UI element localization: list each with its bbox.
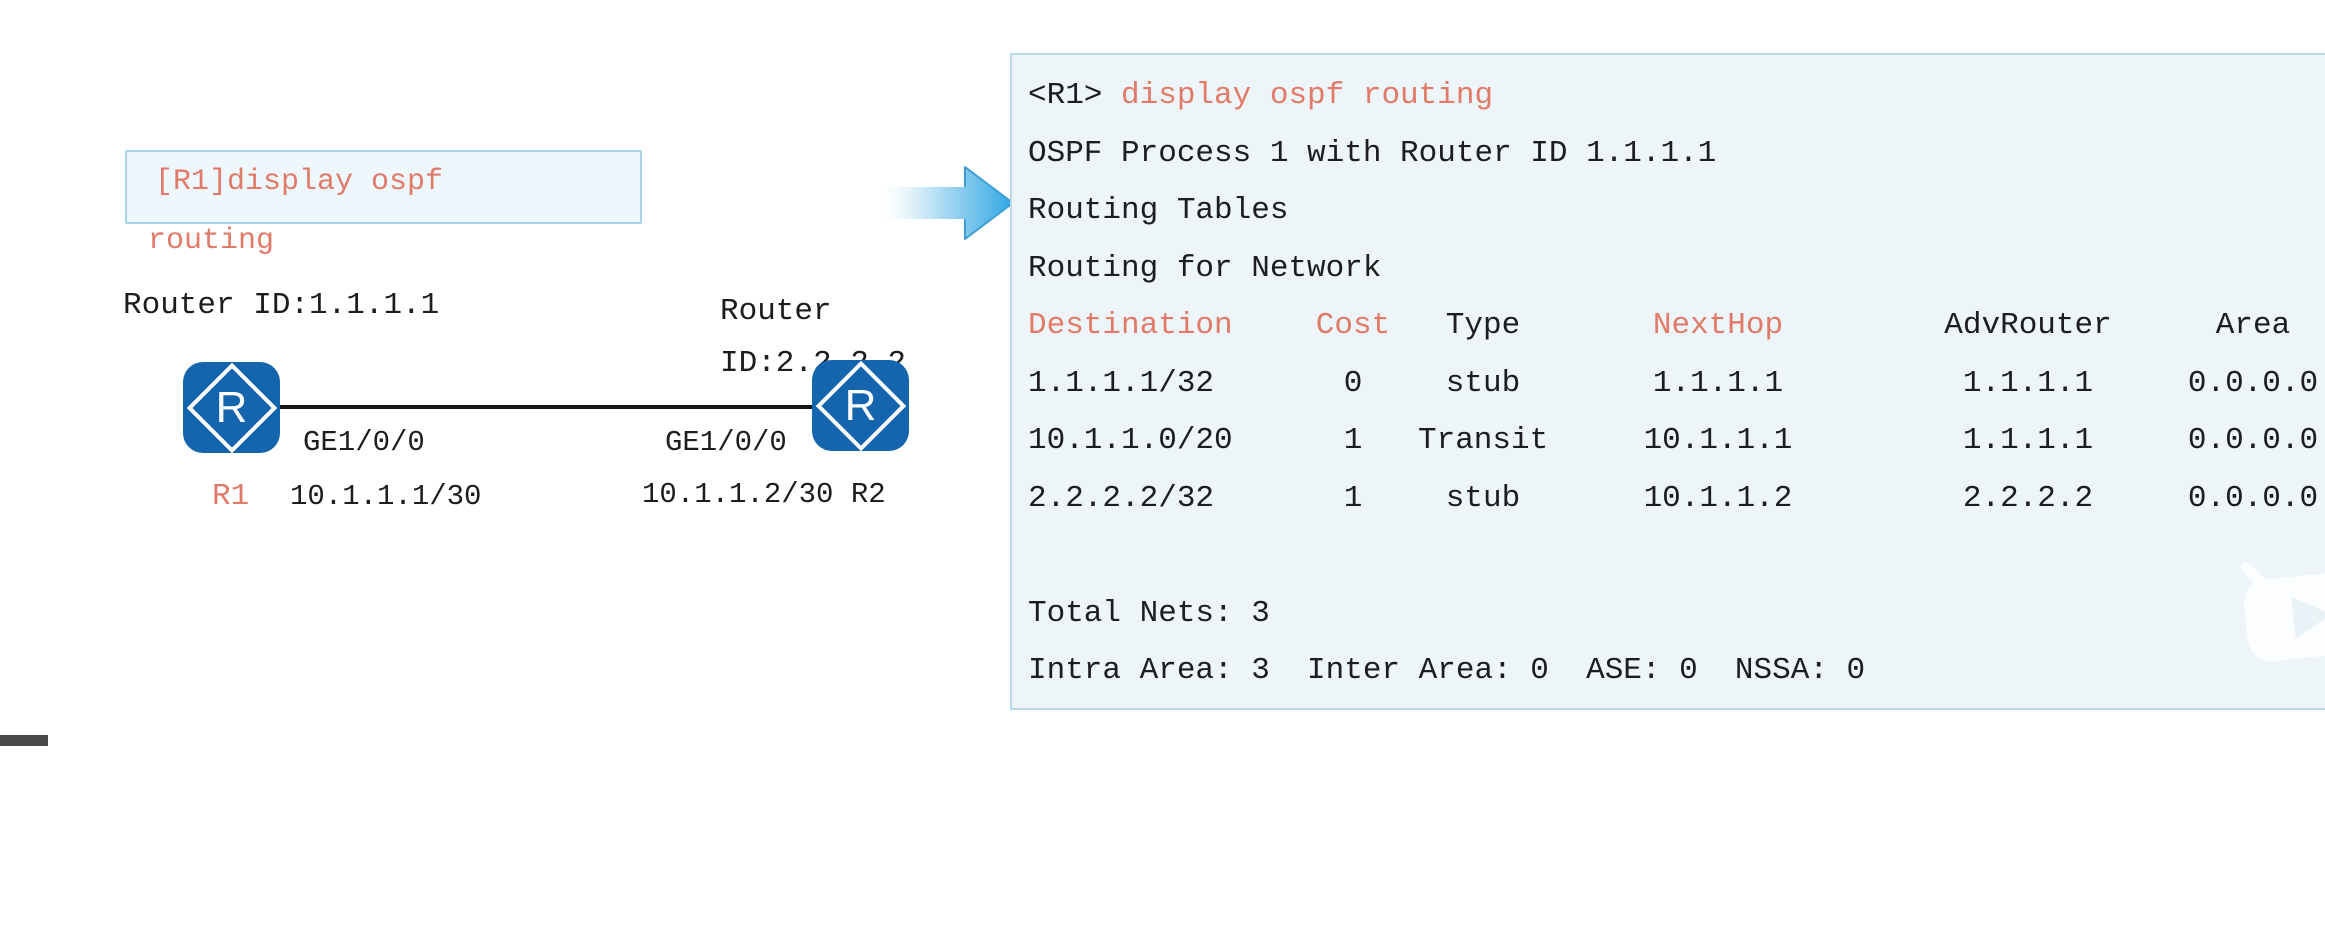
cell-type: stub — [1445, 365, 1521, 401]
router2-ip-space — [833, 478, 850, 511]
terminal-command: display ospf routing — [1121, 78, 1494, 113]
cell-advrouter: 1.1.1.1 — [1962, 423, 2094, 458]
router1-icon: R — [183, 362, 280, 453]
cell-advrouter: 1.1.1.1 — [1962, 365, 2094, 401]
screen-corner-artifact — [0, 735, 48, 746]
cell-area: 0.0.0.0 — [2187, 365, 2319, 401]
router1-ip-label: 10.1.1.1/30 — [290, 480, 482, 513]
cell-destination: 1.1.1.1/32 — [1028, 365, 1215, 401]
table-row: 1.1.1.1/32 0 stub 1.1.1.1 1.1.1.1 0.0.0.… — [1028, 355, 2325, 413]
router2-ip-name-label: 10.1.1.2/30 R2 — [642, 478, 886, 511]
terminal-prompt: <R1> — [1028, 78, 1122, 113]
cell-area: 0.0.0.0 — [2187, 480, 2319, 516]
header-advrouter: AdvRouter — [1944, 308, 2112, 343]
header-type: Type — [1445, 308, 1521, 343]
router1-name-label: R1 — [212, 479, 250, 514]
router2-interface-label: GE1/0/0 — [665, 426, 787, 459]
cell-nexthop: 1.1.1.1 — [1652, 365, 1784, 401]
cell-nexthop: 10.1.1.2 — [1643, 480, 1793, 516]
terminal-summary-line: Intra Area: 3 Inter Area: 0 ASE: 0 NSSA:… — [1028, 653, 1866, 688]
cell-destination: 10.1.1.0/20 — [1028, 423, 1233, 458]
video-play-logo-icon[interactable] — [2237, 552, 2325, 667]
cell-cost: 0 — [1343, 365, 1363, 401]
cell-advrouter: 2.2.2.2 — [1962, 480, 2094, 516]
header-cost: Cost — [1315, 308, 1391, 343]
cell-nexthop: 10.1.1.1 — [1643, 423, 1793, 458]
router2-icon: R — [812, 360, 909, 451]
cell-type: Transit — [1418, 423, 1549, 458]
router2-name-label: R2 — [850, 478, 886, 511]
cell-type: stub — [1445, 480, 1521, 516]
router1-id-label: Router ID:1.1.1.1 — [123, 288, 440, 323]
table-row: 2.2.2.2/32 1 stub 10.1.1.2 2.2.2.2 0.0.0… — [1028, 470, 2325, 528]
cell-destination: 2.2.2.2/32 — [1028, 480, 1215, 516]
router1-icon-letter: R — [215, 382, 248, 432]
header-nexthop: NextHop — [1652, 308, 1784, 343]
terminal-total-line: Total Nets: 3 — [1028, 595, 1270, 631]
terminal-process-line: OSPF Process 1 with Router ID 1.1.1.1 — [1028, 135, 1717, 171]
blank-line — [1028, 527, 2325, 585]
header-destination: Destination — [1028, 308, 1233, 343]
table-row: 10.1.1.0/20 1 Transit 10.1.1.1 1.1.1.1 0… — [1028, 412, 2325, 470]
router2-ip-label: 10.1.1.2/30 — [642, 478, 834, 511]
flow-arrow-icon — [873, 166, 1014, 240]
router2-icon-letter: R — [844, 380, 877, 430]
link-line — [278, 405, 885, 409]
cell-area: 0.0.0.0 — [2187, 423, 2319, 458]
terminal-prompt-line: <R1> display ospf routing — [1028, 67, 2325, 125]
command-callout-line2: routing — [148, 224, 275, 258]
terminal-network-line: Routing for Network — [1028, 250, 1382, 286]
command-callout-box — [125, 150, 642, 224]
header-area: Area — [2215, 308, 2291, 343]
terminal-output-panel: <R1> display ospf routing OSPF Process 1… — [1010, 53, 2325, 710]
table-header-row: Destination Cost Type NextHop AdvRouter … — [1028, 297, 2325, 355]
cell-cost: 1 — [1343, 423, 1363, 458]
terminal-tables-line: Routing Tables — [1028, 193, 1289, 228]
command-callout-line1: [R1]display ospf — [155, 165, 444, 199]
cell-cost: 1 — [1343, 480, 1363, 516]
router1-interface-label: GE1/0/0 — [303, 426, 425, 459]
